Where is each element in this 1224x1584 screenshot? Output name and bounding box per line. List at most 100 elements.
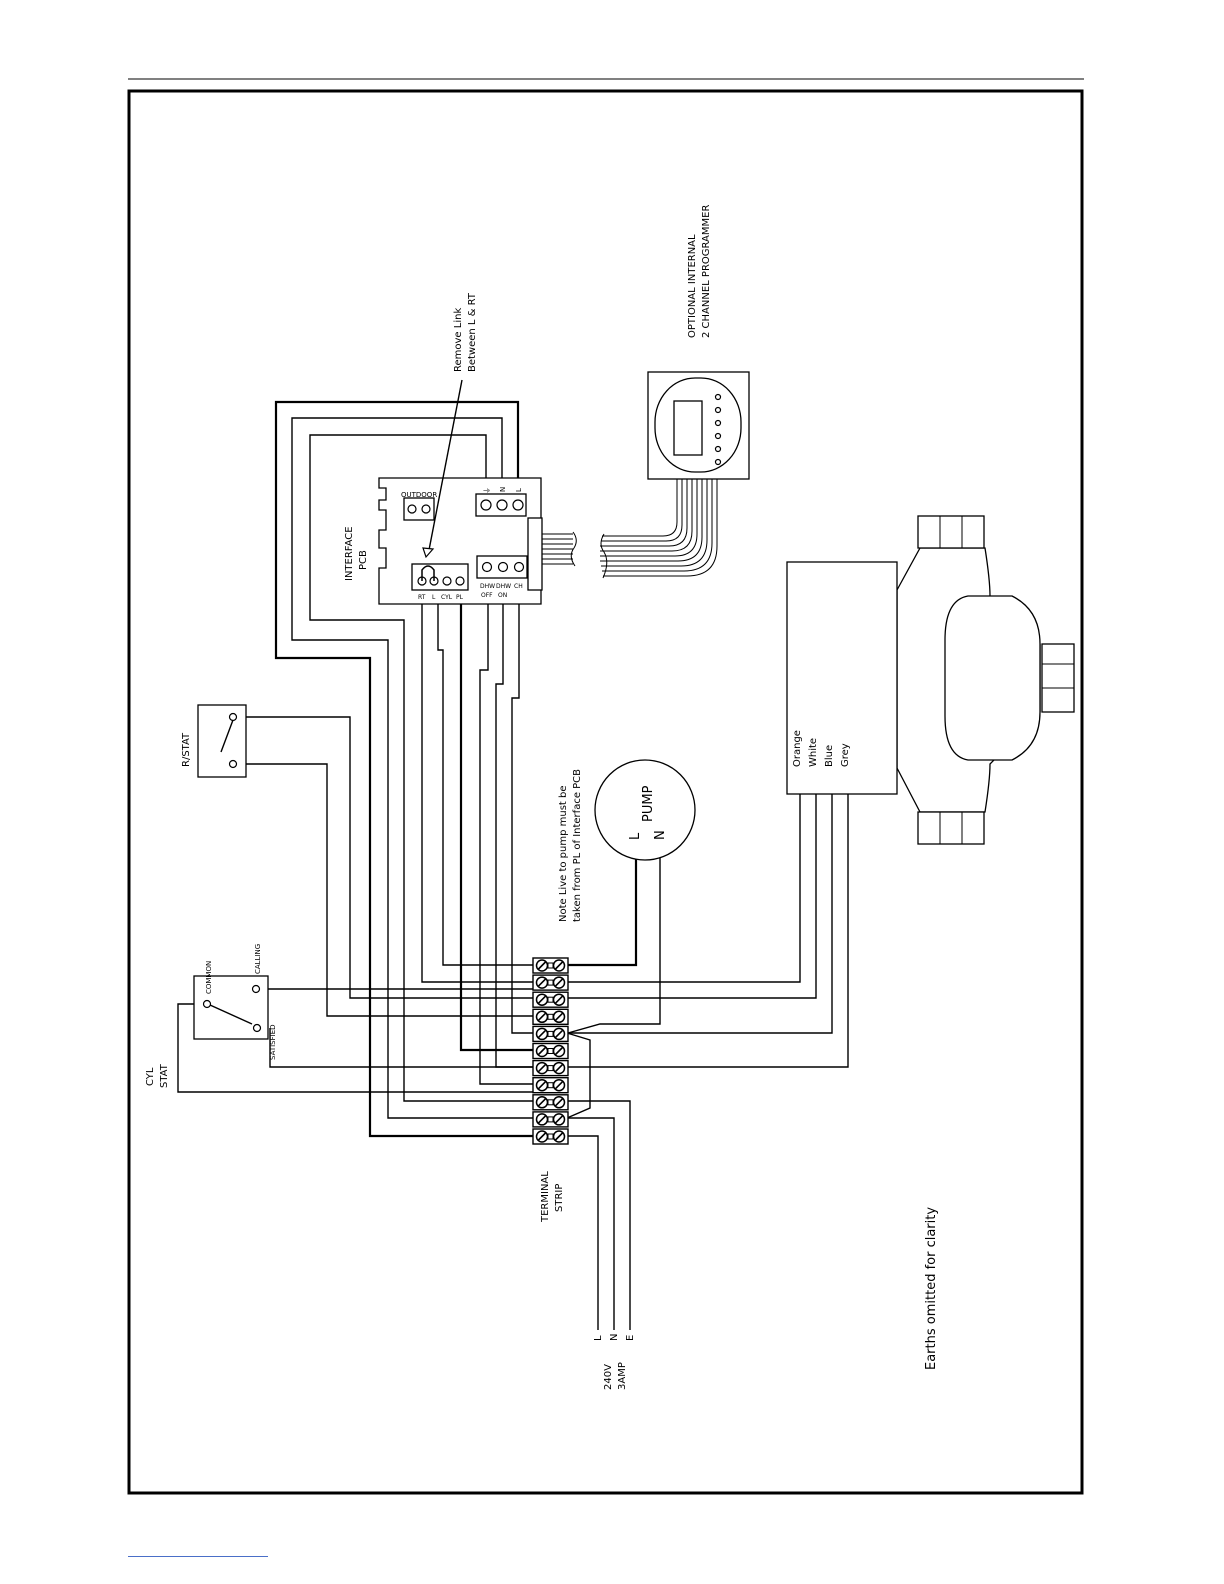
cyl-stat-label-2: STAT — [159, 1063, 170, 1088]
cylinder-stat — [193, 975, 269, 1040]
remove-link-label-2: Between L & RT — [467, 292, 478, 372]
strip-screw-slot — [554, 1081, 564, 1090]
outdoor-label: OUTDOOR — [401, 491, 437, 499]
wire-pcb-dhw-off — [479, 600, 536, 1085]
pump — [594, 759, 696, 861]
supply-fuse-label: 3AMP — [617, 1362, 628, 1390]
cyl-stat-label-1: CYL — [145, 1067, 156, 1086]
wire-pcb-l — [437, 600, 536, 966]
wire-pcb-pl — [459, 600, 536, 1052]
strip-screw-slot — [537, 1081, 547, 1090]
dhw-off-label-top: DHW — [480, 583, 495, 590]
valve-wire-white-label: White — [808, 738, 819, 767]
optional-programmer-label-2: 2 CHANNEL PROGRAMMER — [701, 205, 712, 338]
common-label: COMMON — [205, 961, 213, 994]
power-n-label: N — [499, 487, 507, 492]
wire-rstat-bottom — [246, 763, 536, 1017]
remove-link-label-1: Remove Link — [453, 308, 464, 372]
terminal-strip — [532, 957, 569, 1145]
wire-pcb-rt — [421, 600, 536, 983]
wire-pump-neutral — [567, 857, 661, 1034]
strip-screw-slot — [537, 1064, 547, 1073]
wire-pump-live — [567, 857, 638, 967]
strip-screw-slot — [554, 1064, 564, 1073]
dhw-on-label-bottom: ON — [498, 592, 507, 599]
ch-label: CH — [514, 583, 523, 590]
remove-link-arrow — [428, 379, 463, 551]
power-l-label: L — [515, 488, 523, 492]
wire-valve-white — [567, 794, 817, 999]
strip-screw-slot — [537, 1046, 547, 1056]
strip-link — [547, 1099, 554, 1106]
pcb-terminal-pl: PL — [456, 594, 464, 601]
strip-link — [547, 1065, 554, 1072]
pump-n-label: N — [653, 830, 668, 840]
strip-link — [547, 1048, 554, 1054]
strip-link — [547, 979, 554, 986]
calling-label: CALLING — [254, 944, 262, 974]
supply-e-label: E — [625, 1335, 636, 1341]
strip-screw-slot — [554, 1132, 564, 1141]
wire-pcb-neutral — [291, 417, 536, 1119]
strip-link — [547, 1133, 554, 1140]
earths-note: Earths omitted for clarity — [924, 1207, 939, 1370]
valve-wire-blue-label: Blue — [824, 745, 835, 767]
strip-screw-slot — [554, 1046, 564, 1056]
remove-link-arrowhead — [422, 547, 435, 559]
strip-link — [547, 1082, 554, 1089]
strip-link — [547, 1013, 554, 1020]
strip-screw-slot — [537, 1098, 547, 1107]
strip-screw-slot — [554, 1115, 564, 1124]
strip-screw-slot — [537, 961, 547, 970]
dhw-on-label-top: DHW — [496, 583, 511, 590]
interface-pcb-label-1: INTERFACE — [344, 526, 355, 581]
strip-screw-slot — [554, 1098, 564, 1107]
dhw-off-label-bottom: OFF — [481, 592, 493, 599]
wire-valve-orange — [567, 794, 801, 983]
motorised-valve — [786, 515, 1075, 845]
strip-screw-slot — [554, 961, 564, 970]
wire-pcb-live — [309, 434, 536, 1102]
terminal-strip-label-1: TERMINAL — [540, 1171, 551, 1223]
pcb-terminal-l: L — [432, 594, 436, 601]
interface-pcb — [378, 477, 577, 605]
pcb-terminal-cyl: CYL — [441, 594, 453, 601]
programmer-ribbon — [600, 479, 718, 579]
wire-pcb-ch — [511, 600, 536, 1034]
terminal-strip-label-2: STRIP — [554, 1184, 565, 1212]
valve-wire-grey-label: Grey — [840, 743, 851, 767]
satisfied-label: SATISFIED — [269, 1024, 277, 1060]
wire-supply-live — [567, 1135, 599, 1330]
strip-link — [547, 962, 554, 969]
pump-note-1: Note Live to pump must be — [558, 785, 569, 922]
wire-rstat-top — [246, 716, 536, 999]
strip-screw-slot — [554, 995, 564, 1004]
strip-link — [547, 996, 554, 1003]
wire-supply-neutral — [567, 1117, 615, 1330]
diagram-frame — [127, 89, 1084, 1495]
valve-wire-orange-label: Orange — [792, 730, 803, 767]
wires — [177, 400, 849, 1330]
wire-valve-blue — [567, 794, 833, 1034]
footer-rule — [128, 1556, 268, 1557]
rstat-label: R/STAT — [181, 732, 192, 767]
strip-screw-slot — [537, 1029, 547, 1038]
pump-label: PUMP — [641, 785, 656, 822]
interface-pcb-label-2: PCB — [358, 550, 369, 570]
wire-cylstat-common — [177, 1003, 536, 1093]
wire-valve-grey — [567, 794, 849, 1068]
strip-link — [547, 1116, 554, 1123]
strip-screw-slot — [554, 978, 564, 987]
strip-screw-slot — [537, 995, 547, 1004]
pump-note-2: taken from PL of Interface PCB — [572, 769, 583, 922]
wire-pcb-earth — [274, 400, 536, 1138]
strip-screw-slot — [554, 1012, 564, 1021]
strip-screw-slot — [537, 1012, 547, 1021]
programmer — [647, 371, 750, 480]
strip-screw-slot — [537, 978, 547, 987]
strip-screw-slot — [537, 1132, 547, 1141]
supply-voltage-label: 240V — [603, 1364, 614, 1390]
optional-programmer-label-1: OPTIONAL INTERNAL — [687, 234, 698, 338]
wire-neutral-bus — [566, 1032, 591, 1119]
